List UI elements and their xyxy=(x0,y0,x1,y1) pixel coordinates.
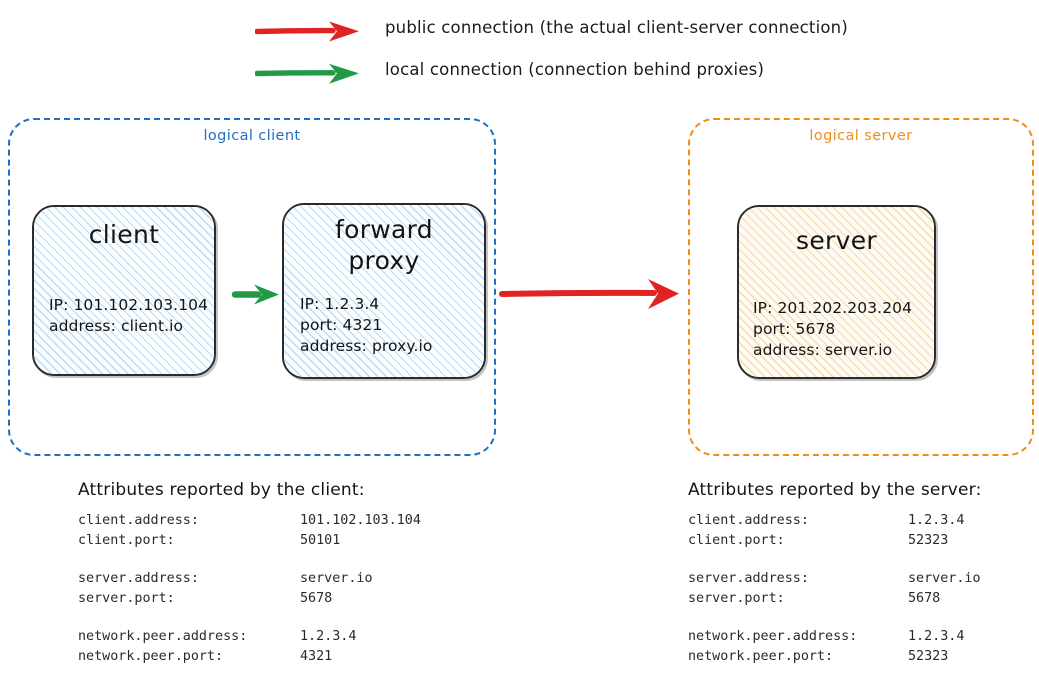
attributes-panel-server: Attributes reported by the server: clien… xyxy=(688,478,982,666)
node-server[interactable]: server IP: 201.202.203.204 port: 5678 ad… xyxy=(737,205,936,379)
attribute-key: server.port: xyxy=(78,590,175,606)
logical-server-label: logical server xyxy=(809,128,913,144)
attribute-value: 50101 xyxy=(300,532,341,548)
attribute-value: server.io xyxy=(300,571,373,586)
attribute-row: client.port: 52323 xyxy=(688,531,981,551)
node-server-port: port: 5678 xyxy=(753,320,836,338)
node-server-title: server xyxy=(796,226,877,255)
node-server-address: address: server.io xyxy=(753,341,893,359)
attribute-row: server.address: server.io xyxy=(688,569,981,589)
red-right-arrow-icon xyxy=(255,21,359,42)
arrow-public-connection xyxy=(499,279,679,309)
attribute-row: network.peer.port: 4321 xyxy=(78,647,421,667)
attribute-key: network.peer.port: xyxy=(78,648,224,664)
node-forward-proxy-title: forward proxy xyxy=(284,205,484,276)
logical-client-container: logical client xyxy=(8,118,496,456)
attribute-group-spacer-cell xyxy=(78,550,421,569)
attribute-value: 1.2.3.4 xyxy=(908,513,965,528)
attribute-key: client.address: xyxy=(688,513,809,528)
logical-server-container: logical server xyxy=(688,118,1034,456)
node-client[interactable]: client IP: 101.102.103.104 address: clie… xyxy=(32,205,216,376)
attribute-row: network.peer.port: 52323 xyxy=(688,647,981,667)
attribute-value: 4321 xyxy=(300,648,333,664)
node-forward-proxy-address: address: proxy.io xyxy=(300,337,433,355)
attributes-client-table: client.address: 101.102.103.104 client.por… xyxy=(78,511,421,666)
attribute-value: 52323 xyxy=(908,532,949,548)
attribute-key: network.peer.port: xyxy=(688,648,834,664)
legend: public connection (the actual client-ser… xyxy=(0,0,1039,104)
node-client-details: IP: 101.102.103.104 address: client.io xyxy=(34,250,214,337)
attribute-key: server.address: xyxy=(688,571,809,586)
green-right-arrow-icon xyxy=(255,63,359,84)
attribute-group-spacer-cell xyxy=(688,550,981,569)
node-client-title: client xyxy=(88,220,160,249)
attribute-value: 5678 xyxy=(908,590,941,606)
attributes-panel-client: Attributes reported by the client: clien… xyxy=(78,478,421,666)
node-forward-proxy-title-line1: forward xyxy=(335,215,433,244)
node-forward-proxy[interactable]: forward proxy IP: 1.2.3.4 port: 4321 add… xyxy=(282,203,486,379)
attribute-group-spacer xyxy=(688,608,981,627)
node-forward-proxy-port: port: 4321 xyxy=(300,316,383,334)
attribute-row: server.port: 5678 xyxy=(688,589,981,609)
attribute-group-spacer xyxy=(78,608,421,627)
attribute-group-spacer xyxy=(688,550,981,569)
attribute-value: 1.2.3.4 xyxy=(908,629,965,644)
node-forward-proxy-details: IP: 1.2.3.4 port: 4321 address: proxy.io xyxy=(284,276,484,357)
attribute-group-spacer-cell xyxy=(688,608,981,627)
attribute-row: client.address: 101.102.103.104 xyxy=(78,511,421,531)
attribute-group-spacer-cell xyxy=(78,608,421,627)
legend-item-local-connection: local connection (connection behind prox… xyxy=(0,52,1039,92)
attribute-row: network.peer.address: 1.2.3.4 xyxy=(78,627,421,647)
attributes-client-table-body: client.address: 101.102.103.104 client.por… xyxy=(78,511,421,666)
node-client-address: address: client.io xyxy=(49,317,184,335)
legend-label-public-connection: public connection (the actual client-ser… xyxy=(385,18,848,37)
server-hatch-fill xyxy=(739,207,934,377)
attribute-row: client.address: 1.2.3.4 xyxy=(688,511,981,531)
forward-proxy-hatch-fill xyxy=(284,205,484,377)
client-hatch-fill xyxy=(34,207,214,374)
attribute-group-spacer xyxy=(78,550,421,569)
attribute-row: server.port: 5678 xyxy=(78,589,421,609)
attribute-value: 5678 xyxy=(300,590,333,606)
legend-label-local-connection: local connection (connection behind prox… xyxy=(385,60,765,79)
attribute-key: server.port: xyxy=(688,590,785,606)
attribute-value: 52323 xyxy=(908,648,949,664)
legend-item-public-connection: public connection (the actual client-ser… xyxy=(0,10,1039,50)
attribute-value: server.io xyxy=(908,571,981,586)
attribute-value: 101.102.103.104 xyxy=(300,513,421,528)
node-forward-proxy-title-line2: proxy xyxy=(348,246,420,275)
node-forward-proxy-ip: IP: 1.2.3.4 xyxy=(300,295,380,313)
node-server-details: IP: 201.202.203.204 port: 5678 address: … xyxy=(739,256,934,361)
attribute-key: server.address: xyxy=(78,571,199,586)
attributes-client-heading: Attributes reported by the client: xyxy=(78,480,365,500)
arrow-local-connection xyxy=(232,284,279,305)
attribute-value: 1.2.3.4 xyxy=(300,629,357,644)
attribute-row: network.peer.address: 1.2.3.4 xyxy=(688,627,981,647)
logical-client-label: logical client xyxy=(203,128,301,144)
attribute-key: client.port: xyxy=(78,532,175,548)
attribute-key: network.peer.address: xyxy=(78,629,248,644)
node-server-ip: IP: 201.202.203.204 xyxy=(753,299,913,317)
attribute-row: server.address: server.io xyxy=(78,569,421,589)
attribute-key: client.port: xyxy=(688,532,785,548)
attribute-key: network.peer.address: xyxy=(688,629,858,644)
attributes-server-heading: Attributes reported by the server: xyxy=(688,480,982,500)
attribute-row: client.port: 50101 xyxy=(78,531,421,551)
node-client-ip: IP: 101.102.103.104 xyxy=(49,296,209,314)
attribute-key: client.address: xyxy=(78,513,199,528)
